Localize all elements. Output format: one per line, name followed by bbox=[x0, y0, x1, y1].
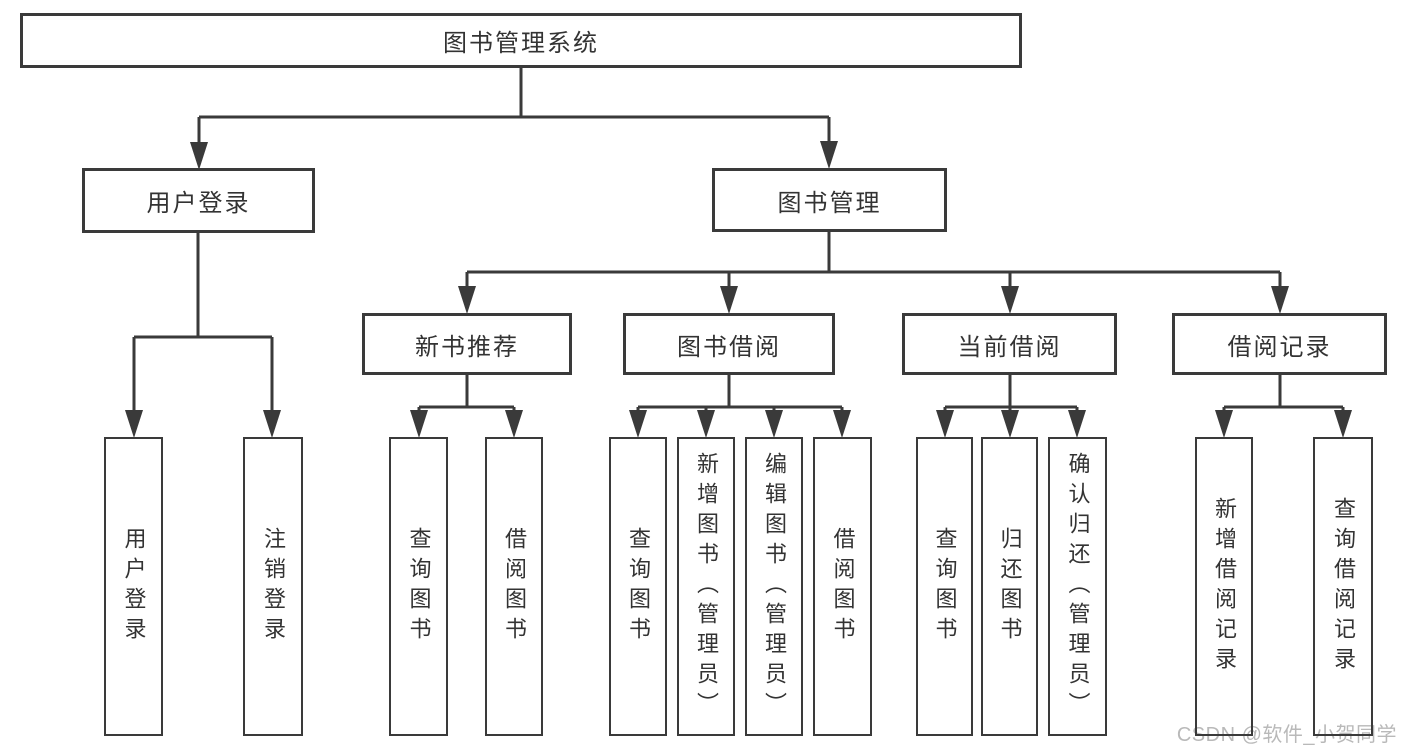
node-current-borrow: 当前借阅 bbox=[902, 313, 1117, 375]
connector-book-management bbox=[465, 232, 1282, 291]
leaf-query-borrow-record: 查询借阅记录 bbox=[1313, 437, 1373, 736]
connector-borrow-records bbox=[1222, 375, 1345, 414]
node-label: 图书管理 bbox=[777, 189, 882, 217]
leaf-borrow-books-2: 借阅图书 bbox=[813, 437, 872, 736]
leaf-label: 借阅图书 bbox=[502, 526, 527, 647]
leaf-borrow-books-1: 借阅图书 bbox=[485, 437, 543, 736]
leaf-edit-books-admin: 编辑图书（管理员） bbox=[745, 437, 803, 736]
leaf-query-books-3: 查询图书 bbox=[916, 437, 973, 736]
leaf-query-books-2: 查询图书 bbox=[609, 437, 667, 736]
node-borrow-records: 借阅记录 bbox=[1172, 313, 1387, 375]
node-label: 当前借阅 bbox=[957, 333, 1062, 361]
leaf-user-login: 用户登录 bbox=[104, 437, 163, 736]
leaf-label: 新增借阅记录 bbox=[1212, 496, 1237, 677]
leaf-label: 查询图书 bbox=[932, 526, 958, 647]
csdn-watermark: CSDN @软件_小贺同学 bbox=[1176, 724, 1397, 746]
leaf-label: 归还图书 bbox=[997, 526, 1023, 647]
leaf-label: 借阅图书 bbox=[830, 526, 856, 647]
connector-new-book-recommend bbox=[417, 375, 516, 414]
leaf-logout: 注销登录 bbox=[243, 437, 303, 736]
leaf-label: 确认归还（管理员） bbox=[1065, 451, 1091, 722]
node-library-management-system: 图书管理系统 bbox=[20, 13, 1022, 68]
node-label: 借阅记录 bbox=[1227, 333, 1332, 361]
node-label: 图书借阅 bbox=[677, 333, 781, 361]
node-new-book-recommend: 新书推荐 bbox=[362, 313, 572, 375]
leaf-label: 查询借阅记录 bbox=[1331, 496, 1356, 677]
leaf-query-books-1: 查询图书 bbox=[389, 437, 448, 736]
leaf-label: 编辑图书（管理员） bbox=[762, 451, 787, 722]
leaf-label: 新增图书（管理员） bbox=[694, 451, 719, 722]
node-label: 图书管理系统 bbox=[443, 30, 599, 57]
node-user-login: 用户登录 bbox=[82, 168, 315, 233]
connector-current-borrow bbox=[943, 375, 1079, 414]
leaf-confirm-return-admin: 确认归还（管理员） bbox=[1048, 437, 1107, 736]
leaf-label: 用户登录 bbox=[121, 526, 147, 647]
connector-user-login bbox=[132, 233, 274, 414]
leaf-label: 查询图书 bbox=[406, 526, 432, 647]
leaf-label: 查询图书 bbox=[626, 526, 651, 647]
connector-root bbox=[197, 68, 831, 146]
leaf-add-borrow-record: 新增借阅记录 bbox=[1195, 437, 1253, 736]
leaf-return-books: 归还图书 bbox=[981, 437, 1038, 736]
connector-book-borrow bbox=[636, 375, 844, 414]
arrowheads bbox=[125, 141, 1352, 438]
node-book-borrow: 图书借阅 bbox=[623, 313, 835, 375]
leaf-label: 注销登录 bbox=[261, 526, 286, 647]
node-label: 新书推荐 bbox=[415, 333, 519, 361]
leaf-add-books-admin: 新增图书（管理员） bbox=[677, 437, 735, 736]
node-label: 用户登录 bbox=[146, 190, 251, 217]
node-book-management: 图书管理 bbox=[712, 168, 947, 232]
